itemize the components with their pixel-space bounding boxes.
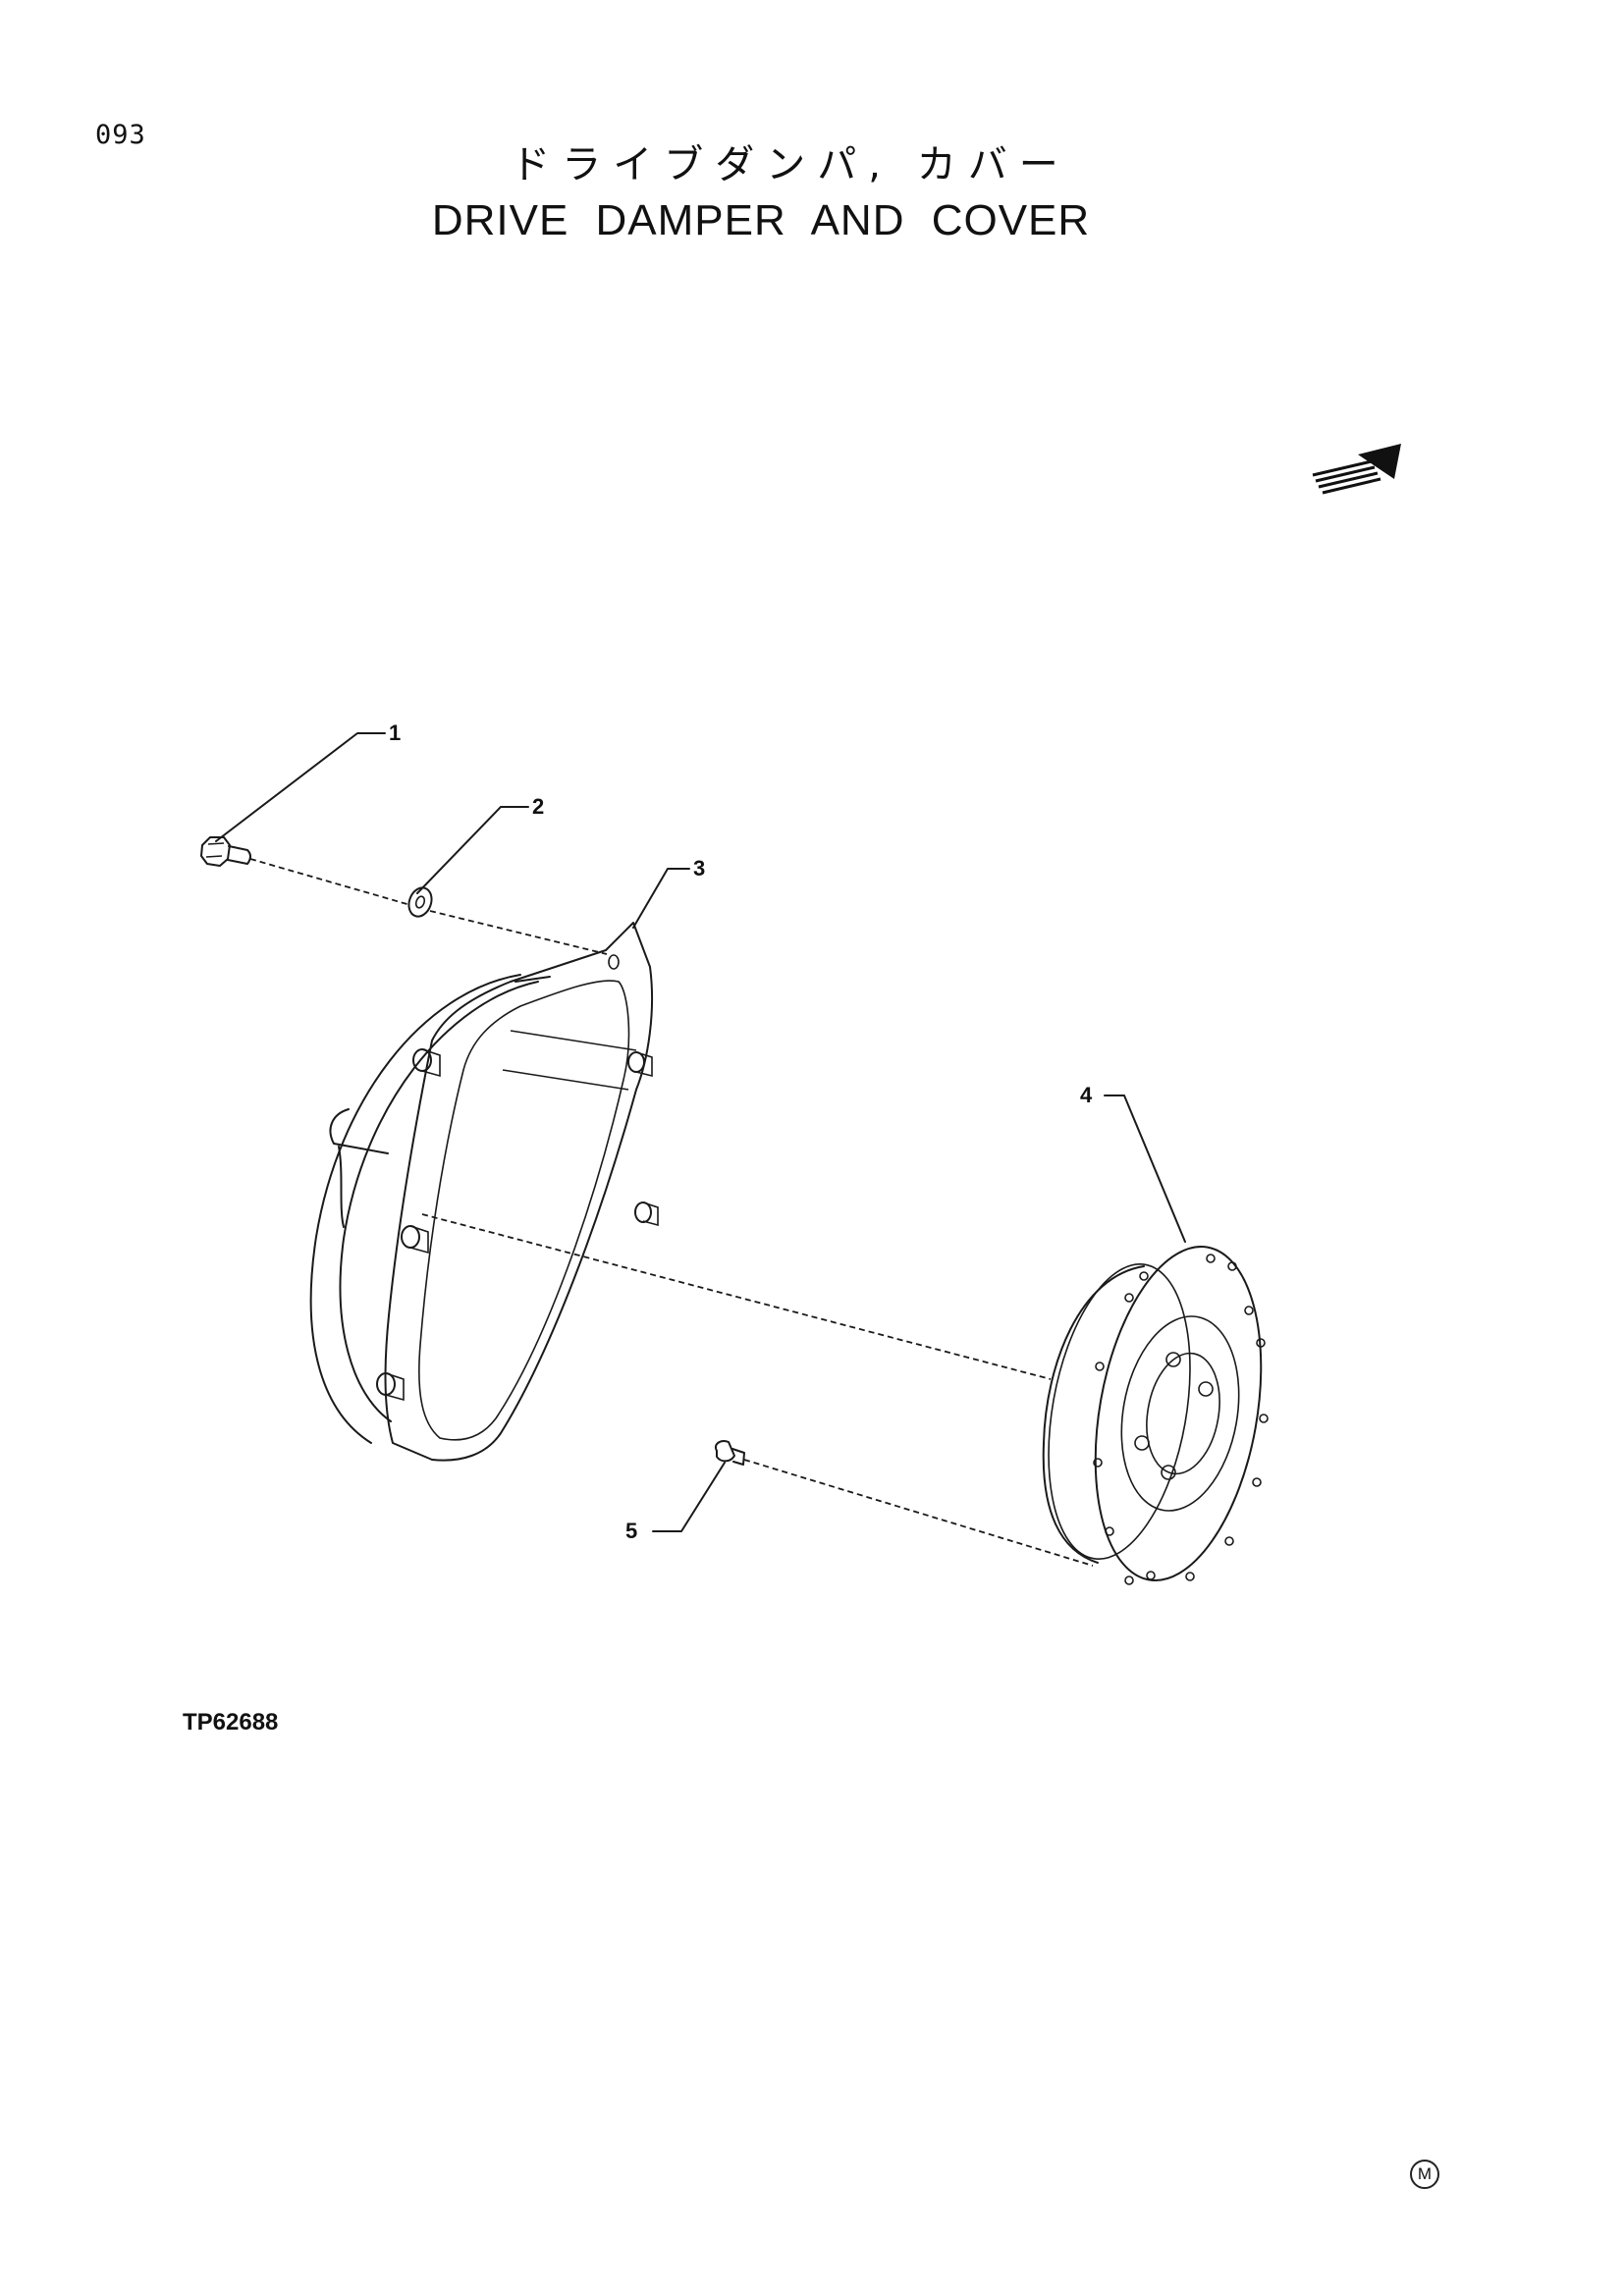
cover-studs <box>376 954 659 1402</box>
part-4-drive-damper <box>1042 1246 1269 1585</box>
part-2-washer <box>407 886 433 918</box>
front-direction-arrow-icon <box>1312 444 1401 495</box>
callout-leaders <box>215 732 1186 1532</box>
part-1-bolt <box>200 836 251 867</box>
callout-2: 2 <box>532 794 544 819</box>
assembly-lines <box>249 858 1094 1567</box>
page-title-japanese: ドライブダンパ, カバー <box>511 142 1070 187</box>
callout-3: 3 <box>693 856 705 881</box>
part-5-bolt <box>715 1440 745 1466</box>
callout-4: 4 <box>1080 1083 1093 1107</box>
callout-5: 5 <box>625 1519 637 1543</box>
figure-code: TP62688 <box>183 1709 279 1735</box>
corner-mark: M <box>1410 2160 1439 2189</box>
callout-1: 1 <box>389 721 401 745</box>
page-title-english: DRIVE DAMPER AND COVER <box>431 196 1091 244</box>
page-title: ドライブダンパ, カバー DRIVE DAMPER AND COVER <box>0 137 1522 249</box>
page-number: 093 <box>95 120 146 150</box>
part-3-housing-cover <box>309 922 659 1462</box>
